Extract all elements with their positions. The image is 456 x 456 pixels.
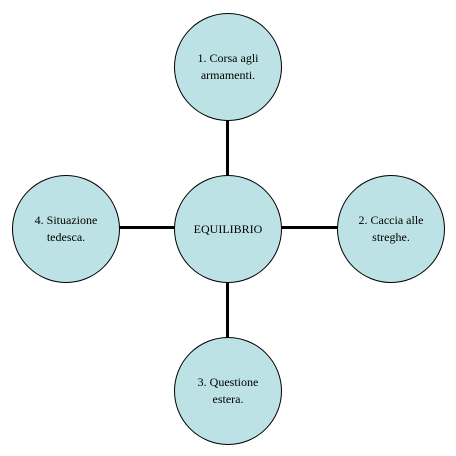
connector-center-top bbox=[226, 120, 229, 176]
connector-center-left bbox=[119, 226, 175, 229]
node-label-center: EQUILIBRIO bbox=[193, 221, 263, 236]
connector-center-bottom bbox=[226, 282, 229, 338]
node-label-bottom: 3. Questione estera. bbox=[197, 375, 259, 406]
node-questione-estera: 3. Questione estera. bbox=[174, 337, 282, 445]
node-label-top: 1. Corsa agli armamenti. bbox=[197, 51, 259, 82]
connector-center-right bbox=[281, 226, 338, 229]
node-situazione-tedesca: 4. Situazione tedesca. bbox=[12, 175, 120, 283]
node-caccia-alle-streghe: 2. Caccia alle streghe. bbox=[337, 175, 445, 283]
node-corsa-agli-armamenti: 1. Corsa agli armamenti. bbox=[174, 13, 282, 121]
node-equilibrio: EQUILIBRIO bbox=[174, 175, 282, 283]
node-label-left: 4. Situazione tedesca. bbox=[34, 213, 98, 244]
node-label-right: 2. Caccia alle streghe. bbox=[358, 213, 424, 244]
